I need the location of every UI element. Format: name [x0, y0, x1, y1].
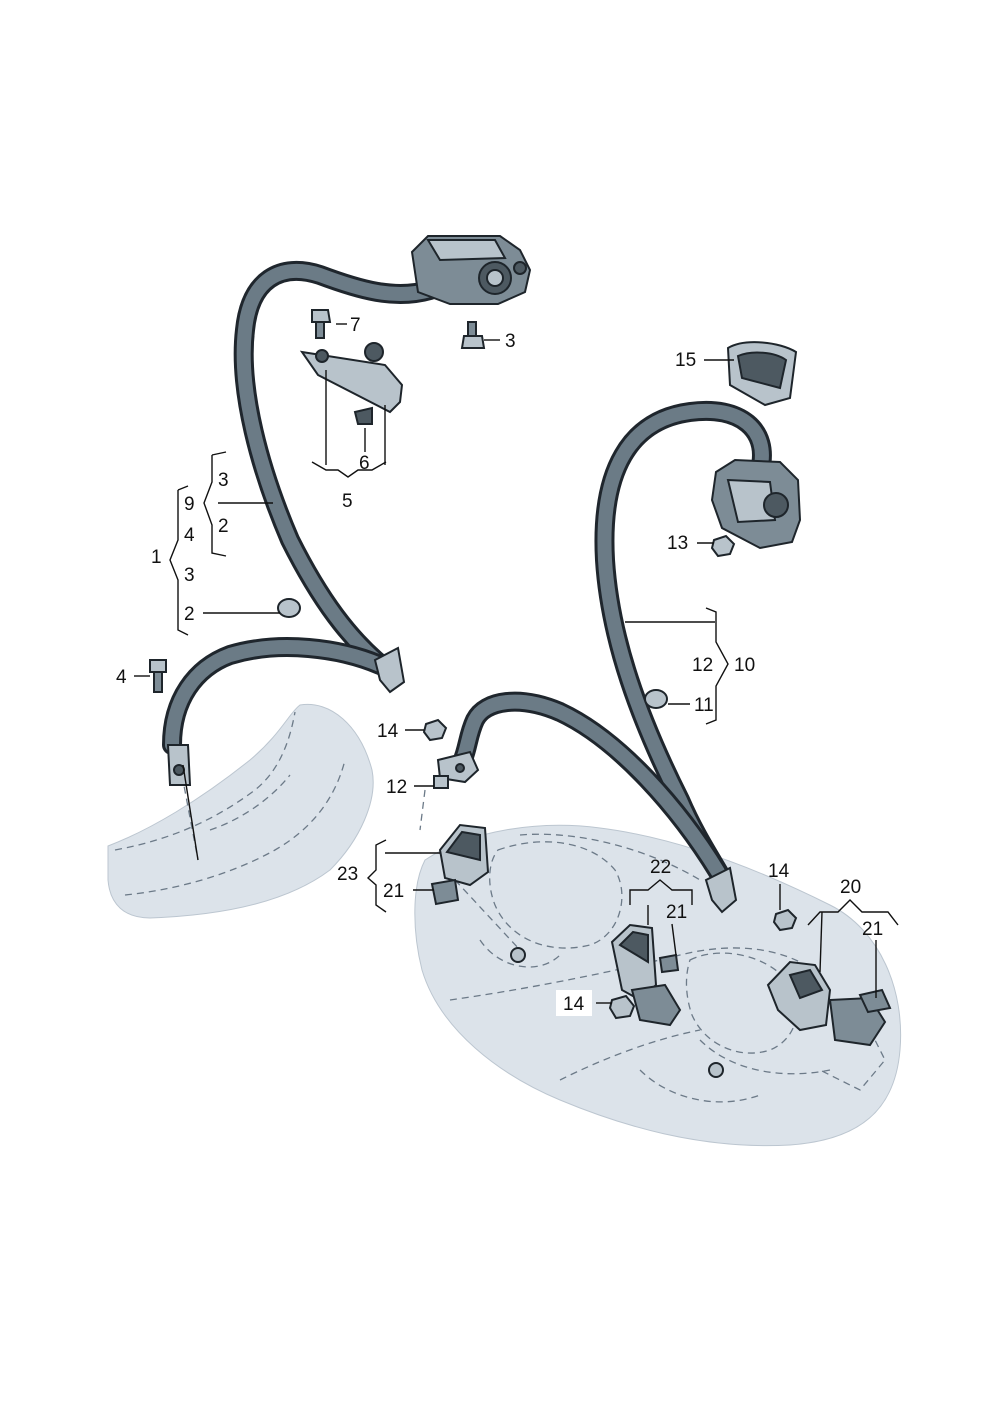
label-2-cap: 2	[184, 604, 195, 625]
right-retractor	[710, 458, 802, 550]
buckle-20	[766, 960, 892, 1047]
label-20: 20	[840, 877, 861, 898]
label-3-top: 3	[505, 331, 516, 352]
floor-bolt-right	[708, 1062, 724, 1078]
label-21-right: 21	[862, 919, 883, 940]
callout-labels: 7 3 15 6 3 5 9 2 4 13 1 3 2 12 10 4 11 1…	[116, 315, 883, 1016]
label-21-left: 21	[383, 881, 404, 902]
left-seat-floor	[107, 703, 374, 919]
label-4-brace: 4	[184, 525, 195, 546]
label-10: 10	[734, 655, 755, 676]
label-12-brace: 12	[692, 655, 713, 676]
nut-13	[710, 534, 736, 558]
label-21-middle: 21	[666, 902, 687, 923]
guide-bracket	[299, 342, 404, 425]
label-23: 23	[337, 864, 358, 885]
label-6: 6	[359, 453, 370, 474]
seat-outlines	[114, 711, 886, 1103]
label-5: 5	[342, 491, 353, 512]
label-3-brace: 3	[218, 470, 229, 491]
label-22: 22	[650, 857, 671, 878]
label-13: 13	[667, 533, 688, 554]
left-retractor	[410, 235, 532, 305]
label-14-lower: 14	[563, 994, 585, 1015]
cap-11	[644, 689, 668, 709]
bolt-12	[433, 775, 449, 789]
label-14-right: 14	[768, 861, 790, 882]
label-7: 7	[350, 315, 361, 336]
label-2-brace: 2	[218, 516, 229, 537]
bolt-3	[460, 321, 486, 349]
trim-cover-15	[726, 341, 798, 407]
label-14-top: 14	[377, 721, 399, 742]
label-14-lower-bg	[556, 990, 592, 1016]
label-15: 15	[675, 350, 696, 371]
nut-14-right	[772, 908, 798, 932]
label-3-lower: 3	[184, 565, 195, 586]
floor-bolt-left	[510, 947, 526, 963]
leader-lines	[134, 323, 899, 1004]
right-belt-assembly	[422, 341, 802, 914]
label-11: 11	[694, 695, 714, 716]
buckle-23	[430, 823, 490, 906]
buckle-22	[610, 923, 682, 1027]
left-anchor	[149, 646, 406, 786]
label-9: 9	[184, 494, 195, 515]
label-1: 1	[151, 547, 162, 568]
buckles	[430, 823, 892, 1078]
nut-14-lower	[608, 994, 636, 1020]
bolt-7	[311, 309, 332, 339]
label-12-bolt: 12	[386, 777, 407, 798]
cap-2	[277, 598, 301, 618]
label-4-bolt: 4	[116, 667, 127, 688]
nut-14-top	[422, 718, 448, 742]
left-belt-assembly	[149, 235, 532, 786]
